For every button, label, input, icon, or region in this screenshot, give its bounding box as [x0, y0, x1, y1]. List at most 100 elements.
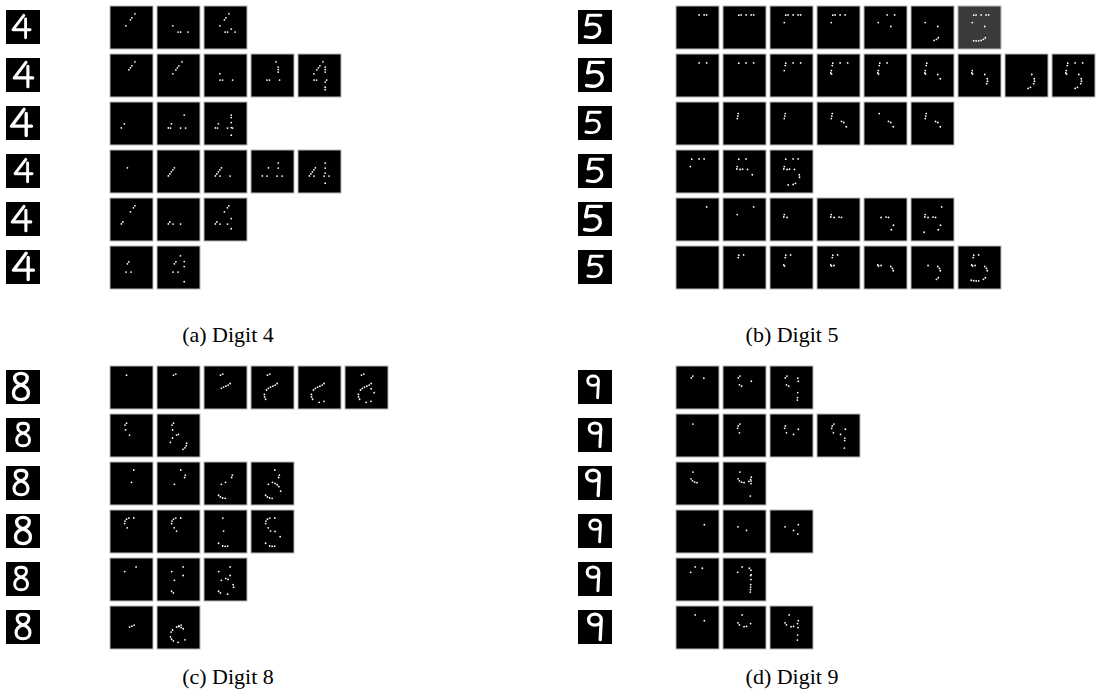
glimpse-tile — [723, 246, 766, 289]
glimpse-tile — [110, 606, 153, 649]
glimpse-tile — [157, 558, 200, 601]
glimpse-tile — [251, 150, 294, 193]
digit-image — [6, 370, 40, 404]
glimpse-tile — [251, 54, 294, 97]
digit-image — [6, 610, 40, 644]
glimpse-tile — [723, 510, 766, 553]
glimpse-tile — [157, 54, 200, 97]
glimpse-tile — [723, 102, 766, 145]
glimpse-tile — [770, 102, 813, 145]
glimpse-tile — [1005, 54, 1048, 97]
glimpse-tile — [157, 462, 200, 505]
digit-image — [6, 466, 40, 500]
glimpse-tile — [958, 54, 1001, 97]
glimpse-tile — [770, 606, 813, 649]
glimpse-tile — [676, 414, 719, 457]
glimpse-tile — [157, 510, 200, 553]
glimpse-tile — [204, 102, 247, 145]
subfigure-caption: (d) Digit 9 — [746, 664, 839, 690]
digit-panel — [6, 366, 388, 649]
glimpse-tile — [911, 246, 954, 289]
glimpse-tile — [864, 246, 907, 289]
glimpse-tile — [157, 246, 200, 289]
glimpse-tile — [958, 246, 1001, 289]
digit-image — [578, 154, 612, 188]
glimpse-tile — [723, 54, 766, 97]
digit-image — [6, 58, 40, 92]
glimpse-tile — [911, 6, 954, 49]
glimpse-tile — [958, 6, 1001, 49]
glimpse-tile — [110, 558, 153, 601]
glimpse-tile — [770, 198, 813, 241]
glimpse-tile — [864, 198, 907, 241]
glimpse-tile — [676, 150, 719, 193]
digit-image — [578, 202, 612, 236]
digit-image — [578, 250, 612, 284]
glimpse-tile — [676, 462, 719, 505]
glimpse-tile — [298, 150, 341, 193]
glimpse-tile — [770, 150, 813, 193]
glimpse-tile — [110, 510, 153, 553]
digit-image — [6, 202, 40, 236]
glimpse-tile — [110, 414, 153, 457]
glimpse-tile — [723, 150, 766, 193]
digit-image — [578, 418, 612, 452]
glimpse-tile — [676, 198, 719, 241]
glimpse-tile — [723, 558, 766, 601]
glimpse-tile — [157, 198, 200, 241]
glimpse-tile — [251, 462, 294, 505]
glimpse-tile — [1052, 54, 1095, 97]
digit-image — [578, 58, 612, 92]
digit-image — [6, 514, 40, 548]
glimpse-tile — [676, 246, 719, 289]
subfigure-caption: (c) Digit 8 — [182, 664, 274, 690]
glimpse-tile — [157, 366, 200, 409]
digit-panel — [6, 6, 341, 289]
glimpse-tile — [817, 414, 860, 457]
glimpse-tile — [676, 606, 719, 649]
glimpse-tile — [157, 606, 200, 649]
glimpse-tile — [110, 462, 153, 505]
glimpse-tile — [204, 150, 247, 193]
glimpse-tile — [110, 366, 153, 409]
glimpse-tile — [817, 198, 860, 241]
glimpse-tile — [723, 198, 766, 241]
digit-image — [578, 610, 612, 644]
digit-image — [6, 106, 40, 140]
glimpse-tile — [110, 198, 153, 241]
digit-image — [6, 418, 40, 452]
glimpse-tile — [911, 102, 954, 145]
glimpse-tile — [157, 102, 200, 145]
glimpse-tile — [817, 102, 860, 145]
digit-image — [6, 250, 40, 284]
glimpse-tile — [770, 246, 813, 289]
digit-image — [6, 10, 40, 44]
digit-image — [6, 562, 40, 596]
glimpse-tile — [251, 510, 294, 553]
glimpse-tile — [723, 6, 766, 49]
glimpse-tile — [345, 366, 388, 409]
glimpse-tile — [157, 414, 200, 457]
glimpse-tile — [770, 366, 813, 409]
glimpse-tile — [298, 366, 341, 409]
glimpse-tile — [204, 54, 247, 97]
glimpse-tile — [110, 6, 153, 49]
digit-image — [578, 10, 612, 44]
digit-image — [578, 562, 612, 596]
digit-image — [6, 154, 40, 188]
glimpse-tile — [864, 102, 907, 145]
glimpse-tile — [864, 54, 907, 97]
glimpse-tile — [298, 54, 341, 97]
glimpse-tile — [676, 558, 719, 601]
digit-panel — [578, 366, 860, 649]
glimpse-tile — [251, 366, 294, 409]
glimpse-tile — [723, 414, 766, 457]
glimpse-tile — [204, 6, 247, 49]
glimpse-tile — [817, 54, 860, 97]
glimpse-tile — [770, 510, 813, 553]
glimpse-tile — [204, 366, 247, 409]
glimpse-tile — [676, 510, 719, 553]
digit-image — [578, 514, 612, 548]
glimpse-tile — [770, 414, 813, 457]
